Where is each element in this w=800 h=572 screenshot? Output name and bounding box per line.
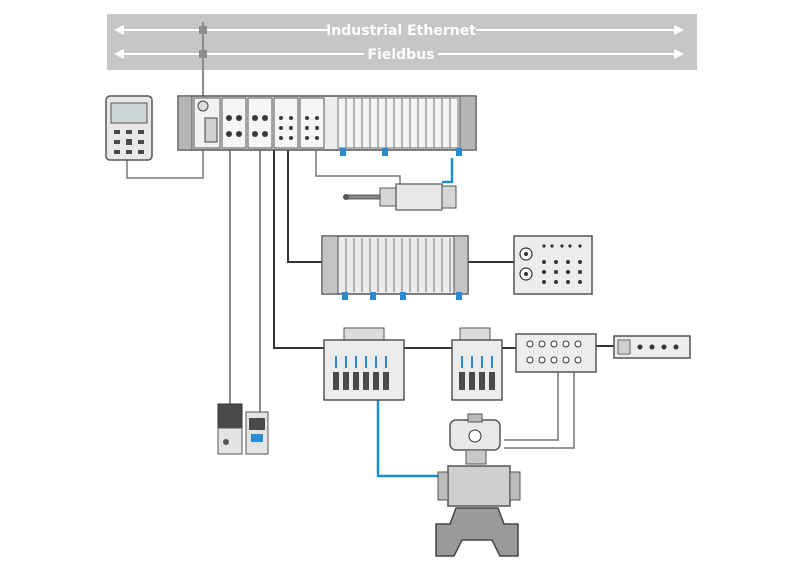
pneumatic-lines (376, 158, 454, 478)
cpu-module (193, 97, 221, 149)
fieldbus-cable (273, 150, 324, 349)
main-controller-terminal (177, 95, 477, 156)
signal-cable (315, 150, 401, 184)
cables (126, 150, 614, 449)
end-plate (459, 95, 477, 151)
fieldbus-line: Fieldbus (114, 47, 684, 63)
bus-band (107, 14, 697, 70)
valve-slices (337, 97, 459, 149)
io-terminal-box (513, 235, 593, 295)
ethernet-label: Industrial Ethernet (326, 23, 476, 39)
arrow-right-icon (674, 49, 684, 59)
bus-connector (199, 26, 207, 34)
process-valve-actuator (435, 413, 521, 557)
lower-valve-terminal-small (451, 327, 503, 401)
io-modules (221, 97, 325, 149)
io-module-lower (515, 333, 597, 373)
end-plate (177, 95, 193, 151)
bus-connector (199, 50, 207, 58)
handheld-cable (126, 150, 204, 179)
fieldbus-label: Fieldbus (368, 47, 435, 63)
handheld-keypad (114, 130, 144, 154)
pneumatic-tube (376, 400, 448, 478)
blue-mounting-clips (342, 292, 462, 300)
pressure-sensor-left (217, 403, 243, 455)
pneumatic-tube (442, 158, 454, 184)
handheld-display (110, 102, 148, 124)
fieldbus-cable (287, 150, 322, 263)
handheld-operator-unit (105, 95, 153, 161)
signal-cable (504, 372, 575, 449)
pneumatic-cylinder (343, 183, 457, 211)
distribution-strip (613, 335, 691, 359)
valve-body (435, 507, 519, 557)
mid-valve-terminal (321, 235, 469, 300)
arrow-left-icon (114, 25, 124, 35)
arrow-left-icon (114, 49, 124, 59)
ethernet-line: Industrial Ethernet (114, 23, 684, 39)
bus-banner: Industrial Ethernet Fieldbus (107, 14, 697, 100)
pressure-sensor-right (245, 411, 269, 455)
arrow-right-icon (674, 25, 684, 35)
lower-valve-terminal-large (323, 327, 405, 401)
signal-cable (504, 372, 559, 441)
blue-mounting-clips (340, 148, 462, 156)
